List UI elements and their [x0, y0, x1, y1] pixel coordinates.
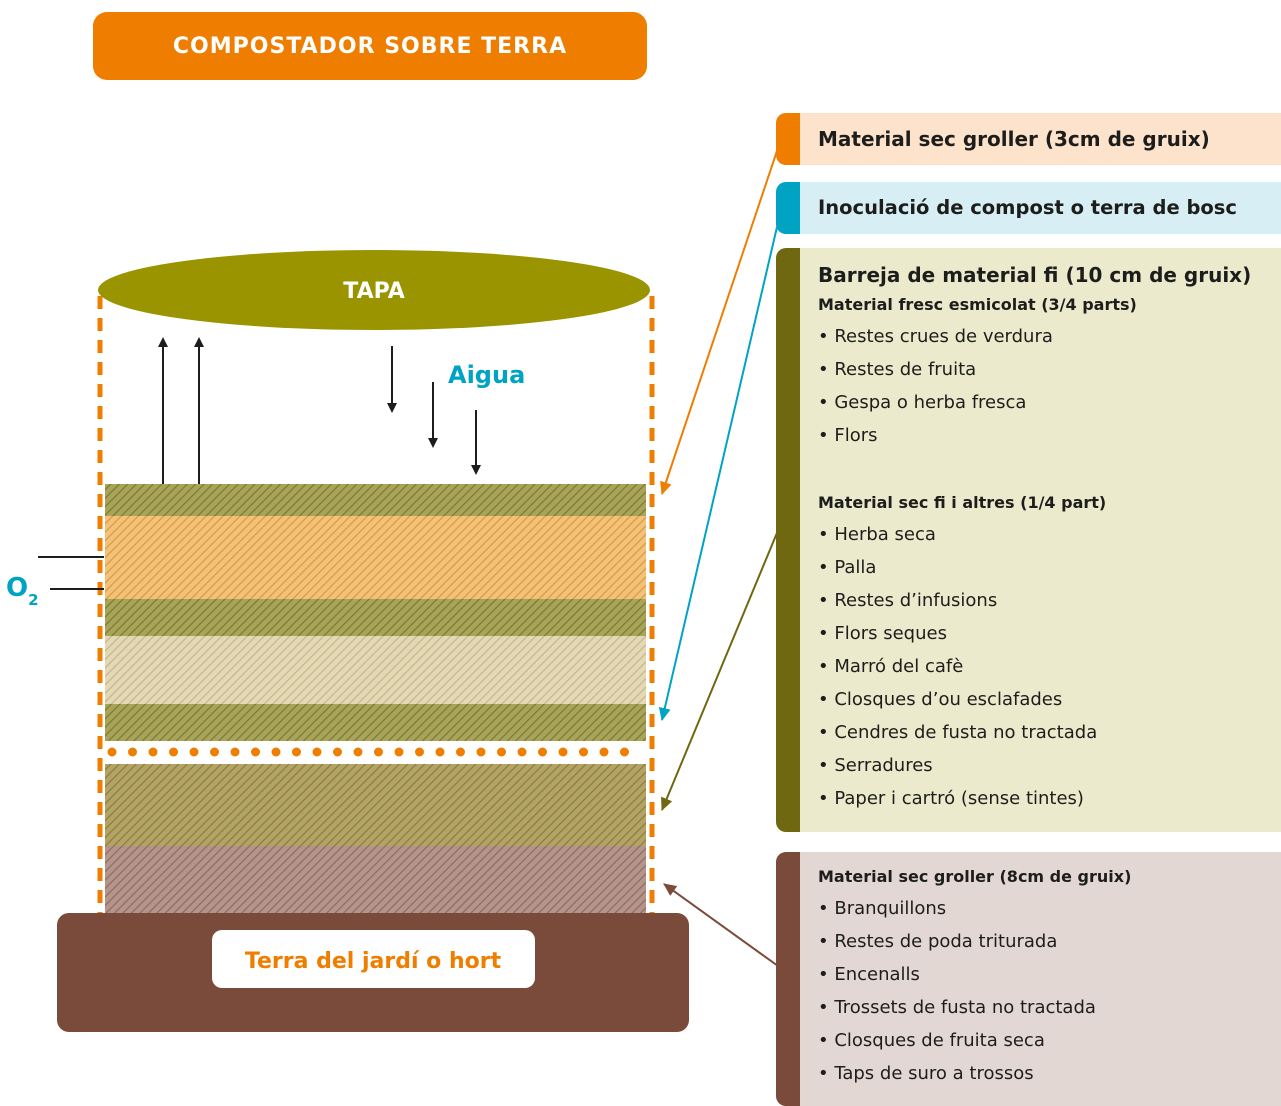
layer-olive-mix	[105, 599, 646, 636]
box-fine-mix-accent	[776, 248, 800, 832]
coarse-bottom-list: • Branquillons • Restes de poda triturad…	[818, 892, 1281, 1090]
dry-item: • Marró del cafè	[818, 656, 964, 677]
layer-top-coarse	[105, 484, 646, 516]
connector-arrow-fine-mix	[661, 515, 785, 811]
connector-arrow-inoculation	[658, 196, 785, 721]
dry-item: • Cendres de fusta no tractada	[818, 722, 1098, 743]
dry-item: • Serradures	[818, 755, 933, 776]
title-banner: COMPOSTADOR SOBRE TERRA	[93, 12, 647, 80]
connector-arrow-coarse-bottom	[663, 883, 779, 967]
oxygen-subscript: 2	[28, 591, 38, 609]
fresh-item: • Restes de fruita	[818, 359, 977, 380]
dry-item: • Closques d’ou esclafades	[818, 689, 1063, 710]
box-inoculation-accent	[776, 182, 800, 234]
dry-material-heading: Material sec fi i altres (1/4 part)	[818, 493, 1107, 512]
layer-brown-coarse	[105, 846, 646, 914]
diagram-title: COMPOSTADOR SOBRE TERRA	[172, 33, 568, 59]
coarse-item: • Trossets de fusta no tractada	[818, 997, 1096, 1018]
dry-item: • Paper i cartró (sense tintes)	[818, 788, 1084, 809]
lid-label: TAPA	[343, 279, 404, 304]
box-coarse-bottom: Material sec groller (8cm de gruix) • Br…	[776, 852, 1281, 1106]
coarse-item: • Branquillons	[818, 898, 947, 919]
dry-item: • Herba seca	[818, 524, 936, 545]
dry-item: • Flors seques	[818, 623, 947, 644]
coarse-item: • Closques de fruita seca	[818, 1030, 1045, 1051]
coarse-item: • Encenalls	[818, 964, 920, 985]
box-coarse-top-accent	[776, 113, 800, 165]
fresh-material-list: • Restes crues de verdura • Restes de fr…	[818, 320, 1281, 452]
oxygen-symbol: O	[6, 573, 28, 603]
box-fine-mix-content: Barreja de material fi (10 cm de gruix) …	[818, 260, 1281, 815]
box-coarse-top: Material sec groller (3cm de gruix)	[776, 113, 1281, 165]
fresh-item: • Flors	[818, 425, 878, 446]
fresh-item: • Restes crues de verdura	[818, 326, 1053, 347]
box-fine-mix: Barreja de material fi (10 cm de gruix) …	[776, 248, 1281, 832]
dry-item: • Palla	[818, 557, 877, 578]
coarse-item: • Taps de suro a trossos	[818, 1063, 1034, 1084]
lid	[98, 250, 650, 330]
box-coarse-top-content: Material sec groller (3cm de gruix)	[818, 113, 1281, 165]
dry-item: • Restes d’infusions	[818, 590, 998, 611]
box-coarse-bottom-content: Material sec groller (8cm de gruix) • Br…	[818, 862, 1281, 1090]
box-inoculation-content: Inoculació de compost o terra de bosc	[818, 182, 1281, 234]
box-inoculation-heading: Inoculació de compost o terra de bosc	[818, 196, 1237, 219]
box-coarse-top-heading: Material sec groller (3cm de gruix)	[818, 127, 1210, 151]
ground-label: Terra del jardí o hort	[245, 949, 502, 974]
oxygen-label: O2	[6, 573, 39, 609]
dry-material-list: • Herba seca • Palla • Restes d’infusion…	[818, 518, 1281, 815]
box-inoculation: Inoculació de compost o terra de bosc	[776, 182, 1281, 234]
connector-arrow-coarse-top	[660, 129, 785, 495]
fresh-item: • Gespa o herba fresca	[818, 392, 1027, 413]
layer-orange-mix	[105, 516, 646, 599]
ground-label-box	[212, 930, 535, 988]
box-coarse-bottom-heading: Material sec groller (8cm de gruix)	[818, 867, 1132, 886]
water-label: Aigua	[448, 361, 525, 389]
layer-khaki-coarse	[105, 764, 646, 846]
box-coarse-bottom-accent	[776, 852, 800, 1106]
layer-light-mix	[105, 636, 646, 704]
coarse-item: • Restes de poda triturada	[818, 931, 1058, 952]
layer-inoculation	[105, 704, 646, 741]
fresh-material-heading: Material fresc esmicolat (3/4 parts)	[818, 295, 1137, 314]
box-fine-mix-heading: Barreja de material fi (10 cm de gruix)	[818, 263, 1252, 287]
